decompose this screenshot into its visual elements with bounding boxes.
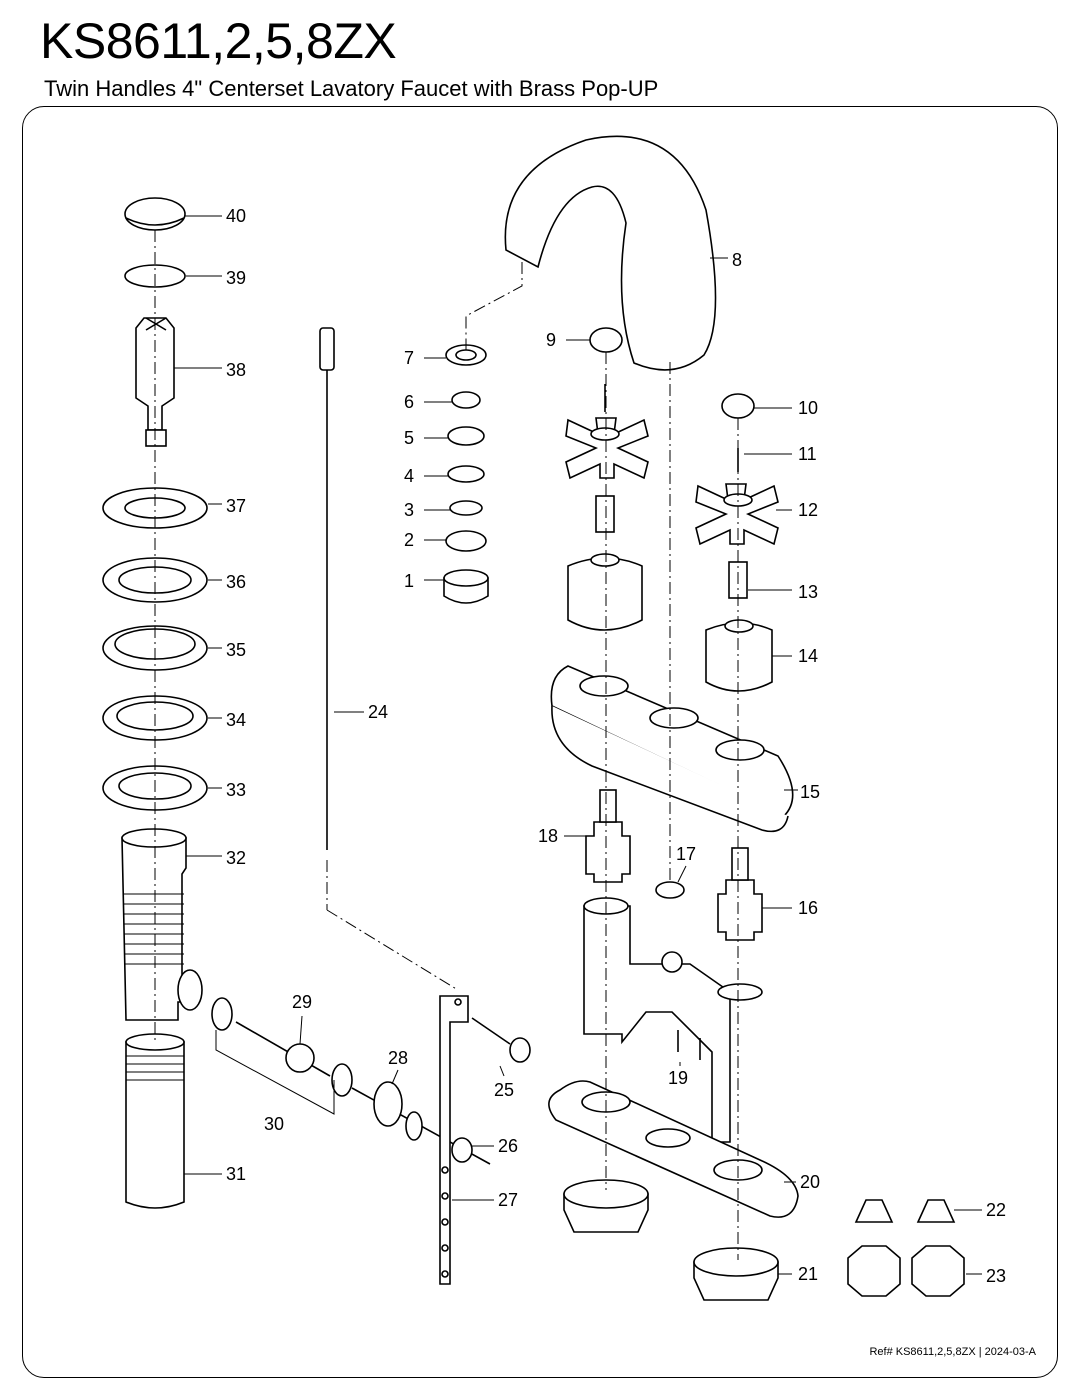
compression-sleeves-part [854,1199,956,1223]
part-label-13: 13 [798,582,818,602]
part-label-36: 36 [226,572,246,592]
part-label-11: 11 [798,444,817,464]
part-label-20: 20 [800,1172,820,1192]
index-button-hot-part [589,327,623,353]
escutcheon-plate-part [550,665,794,833]
part-label-23: 23 [986,1266,1006,1286]
spout-part [504,135,717,371]
stem-adapter-left-part [595,495,615,533]
part-label-29: 29 [292,992,312,1012]
part-label-8: 8 [732,250,742,270]
lift-rod-part [319,327,335,850]
drain-cap-part [124,197,186,231]
part-label-33: 33 [226,780,246,800]
part-label-26: 26 [498,1136,518,1156]
part-label-3: 3 [404,500,414,520]
part-label-19: 19 [668,1068,688,1088]
part-label-32: 32 [226,848,246,868]
part-label-18: 18 [538,826,558,846]
part-label-27: 27 [498,1190,518,1210]
part-label-21: 21 [798,1264,818,1284]
compression-nuts-part [847,1245,965,1297]
pivot-rod-part [235,1021,491,1165]
bonnet-right-part [705,619,773,692]
bonnet-left-part [567,553,643,631]
part-label-28: 28 [388,1048,408,1068]
part-label-35: 35 [226,640,246,660]
part-label-30: 30 [264,1114,284,1134]
part-label-34: 34 [226,710,246,730]
aerator-stack [443,344,489,604]
part-labels: 1 2 3 4 5 6 7 8 9 10 11 12 13 14 15 16 1… [226,206,1006,1286]
lock-nut-left-part [563,1179,649,1233]
part-label-9: 9 [546,330,556,350]
part-label-4: 4 [404,466,414,486]
pivot-nut-part [373,1081,423,1141]
cartridge-left-part [585,789,631,883]
extension-strap-part [439,995,469,1285]
part-label-15: 15 [800,782,820,802]
part-label-5: 5 [404,428,414,448]
part-label-39: 39 [226,268,246,288]
part-label-1: 1 [404,571,414,591]
part-label-25: 25 [494,1080,514,1100]
assembly-centerlines [154,230,739,1260]
cross-handle-right-part [695,483,779,546]
part-label-14: 14 [798,646,818,666]
cross-handle-left-part [565,417,649,480]
part-label-7: 7 [404,348,414,368]
oring-17-part [655,881,685,899]
page-subtitle: Twin Handles 4" Centerset Lavatory Fauce… [44,76,659,101]
part-label-16: 16 [798,898,818,918]
leader-lines [174,215,982,1275]
clip-part [451,1137,473,1163]
reference-number: Ref# KS8611,2,5,8ZX | 2024-03-A [869,1346,1036,1358]
lock-nut-right-part [693,1247,779,1301]
pop-up-stopper-part [135,317,175,447]
diagram-frame [22,106,1058,1378]
part-label-24: 24 [368,702,388,722]
nut-washer-part [211,997,233,1031]
part-label-2: 2 [404,530,414,550]
cartridge-right-part [717,847,763,941]
part-label-37: 37 [226,496,246,516]
part-label-10: 10 [798,398,818,418]
part-label-31: 31 [226,1164,246,1184]
mounting-screws-part [677,1030,701,1060]
index-button-cold-part [721,393,755,419]
tailpiece-part [125,1033,185,1209]
part-label-40: 40 [226,206,246,226]
thumb-screw-part [471,1017,531,1063]
part-label-38: 38 [226,360,246,380]
page-title: KS8611,2,5,8ZX [40,13,397,69]
part-label-6: 6 [404,392,414,412]
part-label-12: 12 [798,500,818,520]
drain-body-part [121,828,203,1021]
part-label-22: 22 [986,1200,1006,1220]
part-label-17: 17 [676,844,696,864]
